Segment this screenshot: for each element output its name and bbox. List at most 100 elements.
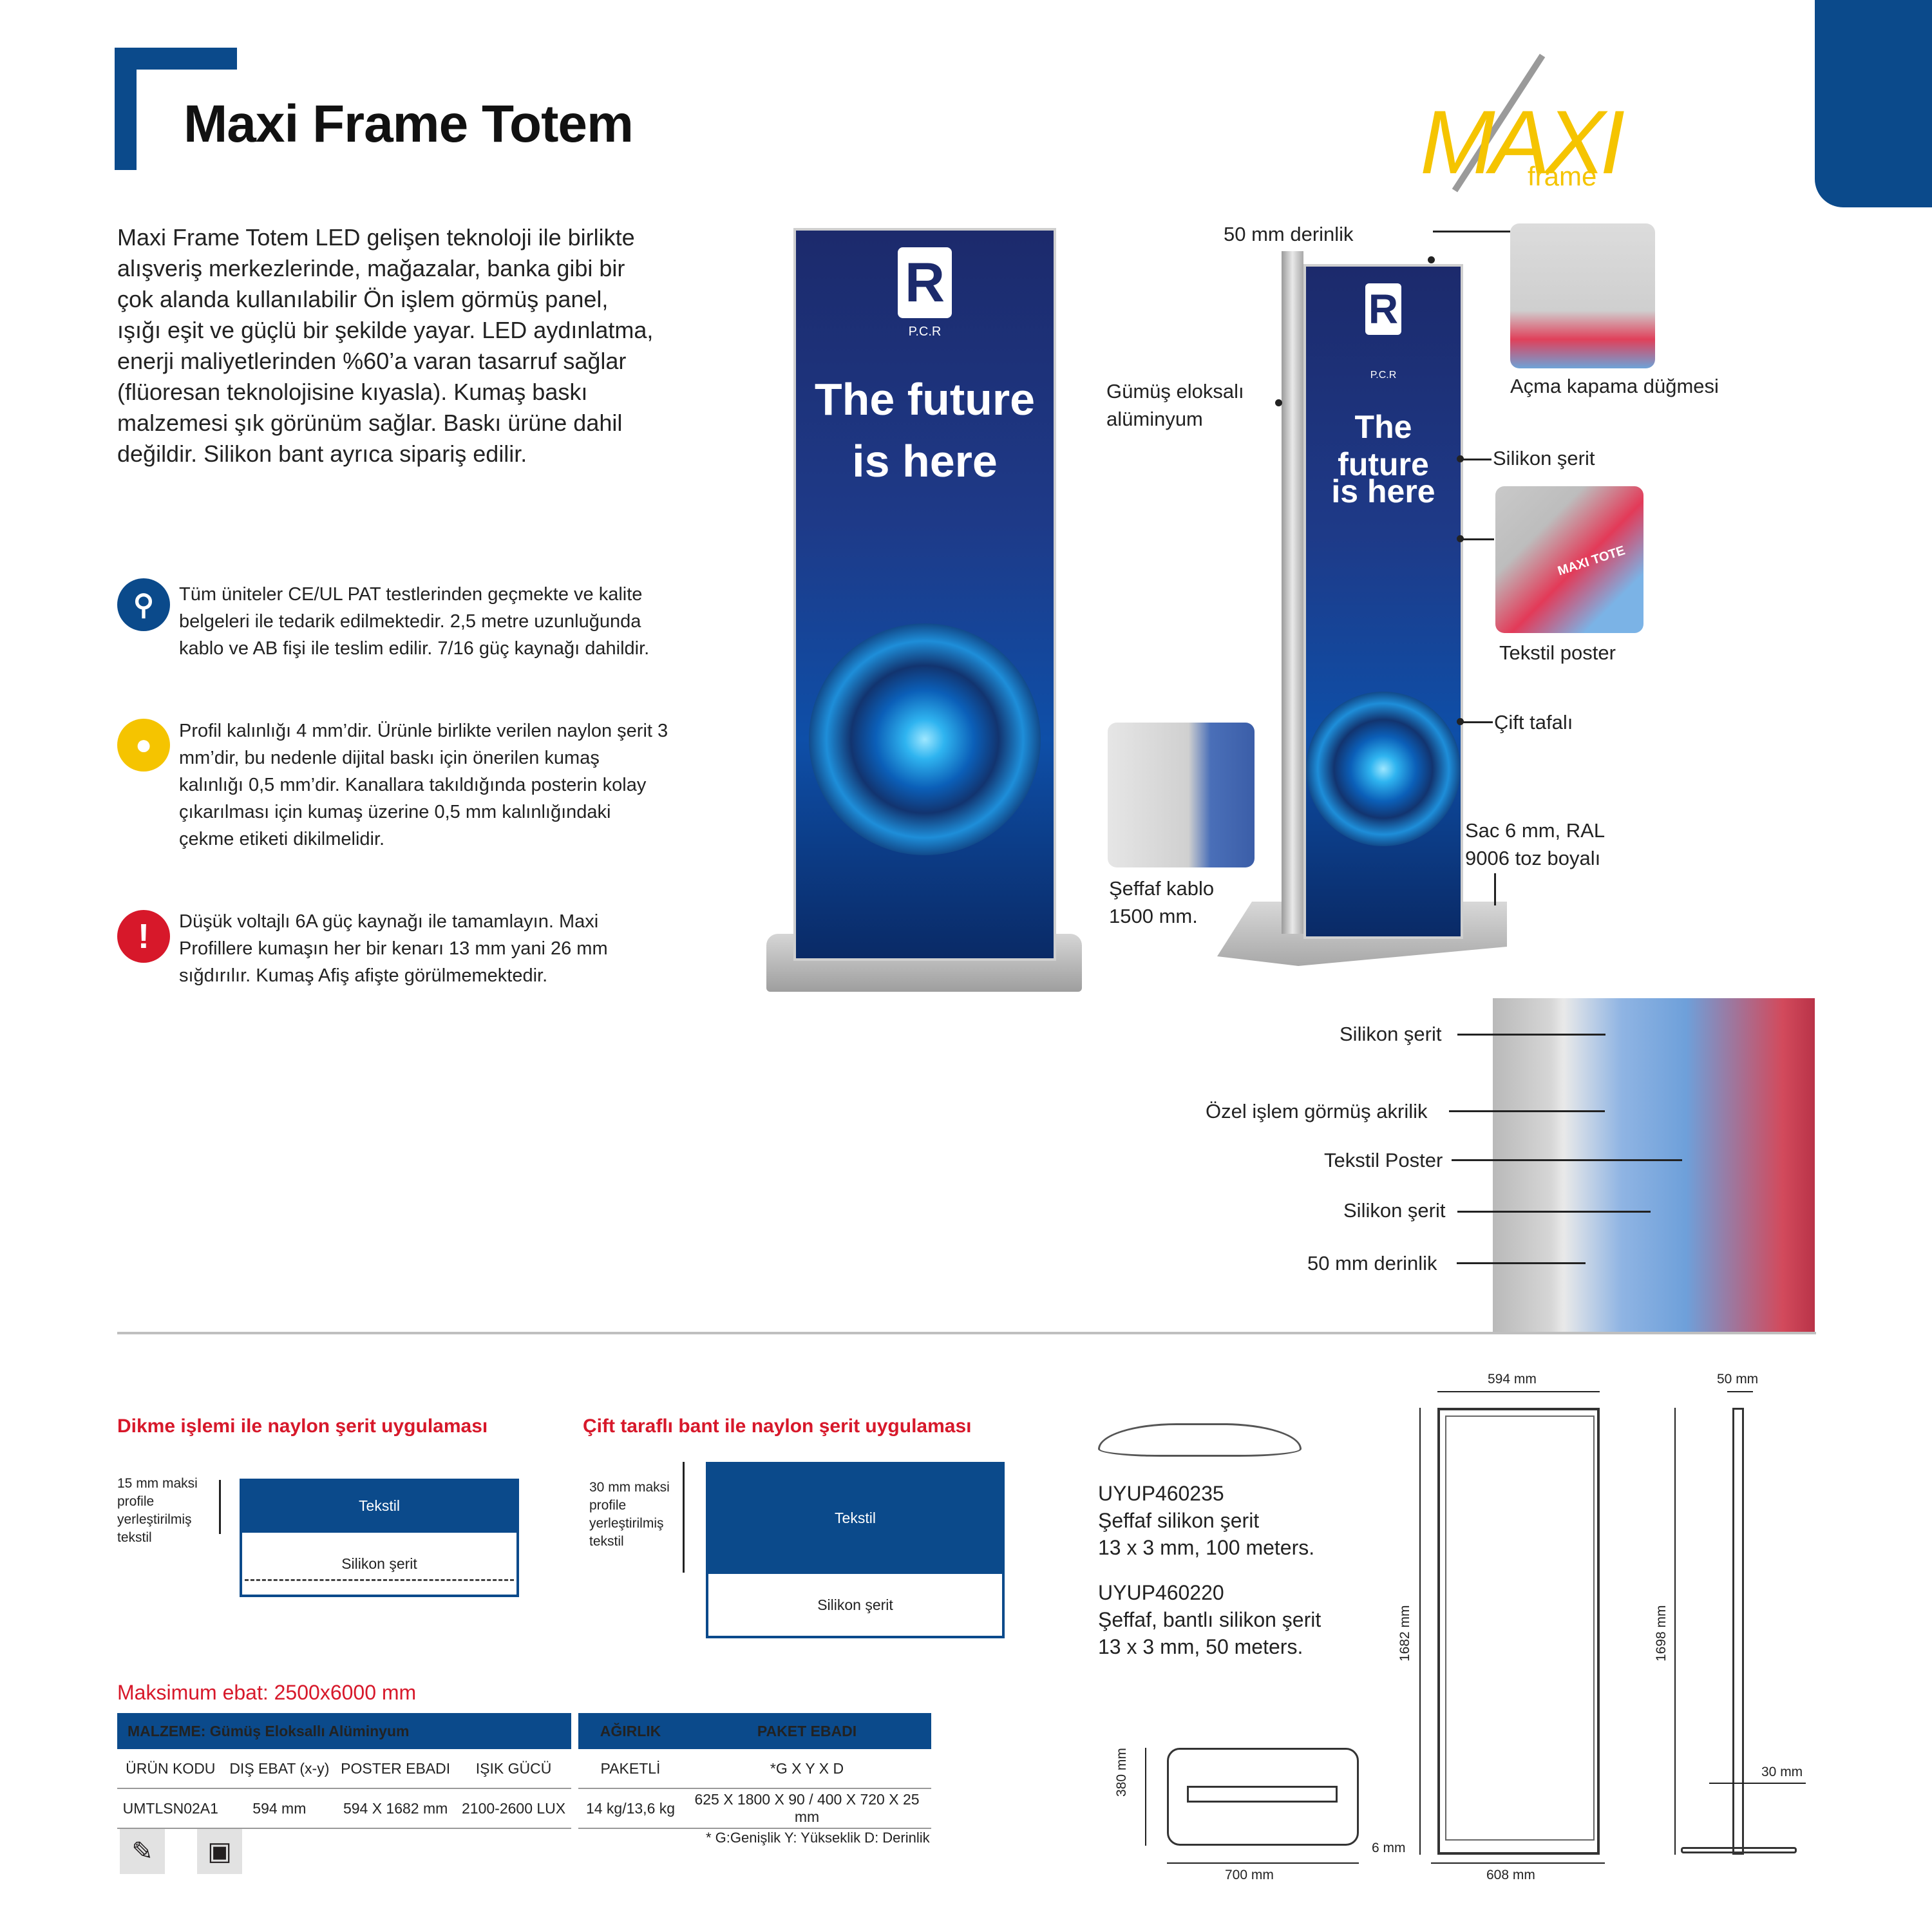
tape-arrow bbox=[683, 1462, 685, 1573]
side-poster-brand: P.C.R bbox=[1370, 370, 1397, 381]
logo-maxi: MAXI bbox=[1420, 91, 1625, 193]
title-bracket-horizontal bbox=[115, 48, 237, 70]
totem-front: R P.C.R The future is here bbox=[766, 225, 1082, 992]
cell-light: 2100-2600 LUX bbox=[456, 1788, 571, 1829]
sewing-stitch-line bbox=[245, 1579, 514, 1581]
tape-textile-box: Tekstil bbox=[706, 1462, 1005, 1574]
detail-label-silicone-1: Silikon şerit bbox=[1340, 1023, 1442, 1045]
dim-base-height-line bbox=[1145, 1748, 1146, 1846]
cell-poster-size: 594 X 1682 mm bbox=[335, 1788, 457, 1829]
package-header: PAKET EBADI bbox=[683, 1713, 931, 1749]
col-light: IŞIK GÜCÜ bbox=[456, 1749, 571, 1789]
label-depth-top: 50 mm derinlik bbox=[1224, 223, 1354, 245]
leader-depth bbox=[1433, 231, 1510, 232]
search-icon: ⚲ bbox=[117, 578, 170, 631]
dim-bottom-width-line bbox=[1431, 1862, 1605, 1864]
drawing-front-frame bbox=[1437, 1408, 1600, 1855]
dim-foot-height: 30 mm bbox=[1761, 1765, 1803, 1779]
poster-target-graphic bbox=[809, 623, 1041, 855]
poster-brand: P.C.R bbox=[908, 325, 942, 339]
dim-height-panel: 1682 mm bbox=[1397, 1605, 1412, 1662]
cell-package: 625 X 1800 X 90 / 400 X 720 X 25 mm bbox=[683, 1788, 931, 1829]
lightbulb-icon: ● bbox=[117, 719, 170, 772]
label-base: Sac 6 mm, RAL 9006 toz boyalı bbox=[1465, 819, 1604, 869]
detail-label-depth: 50 mm derinlik bbox=[1307, 1252, 1437, 1274]
photo-button bbox=[1510, 223, 1655, 368]
dim-width-top-line bbox=[1437, 1391, 1600, 1392]
product-1-spec: 13 x 3 mm, 100 meters. bbox=[1098, 1536, 1315, 1559]
dim-width-top: 594 mm bbox=[1488, 1372, 1537, 1387]
max-size: Maksimum ebat: 2500x6000 mm bbox=[117, 1681, 417, 1704]
note-quality: Tüm üniteler CE/UL PAT testlerinden geçm… bbox=[179, 584, 650, 659]
clapper-icon: ▣ bbox=[197, 1829, 242, 1874]
note-profile: Profil kalınlığı 4 mm’dir. Ürünle birlik… bbox=[179, 721, 668, 849]
dim-height-panel-line bbox=[1419, 1408, 1421, 1855]
cell-outer-size: 594 mm bbox=[223, 1788, 336, 1829]
sewing-side-label: 15 mm maksi profile yerleştirilmiş tekst… bbox=[117, 1476, 198, 1545]
side-poster-line1: The future bbox=[1338, 409, 1429, 482]
product-1-code: UYUP460235 bbox=[1098, 1482, 1224, 1505]
spec-footnote: * G:Genişlik Y: Yükseklik D: Derinlik bbox=[706, 1830, 930, 1846]
detail-photo bbox=[1493, 998, 1815, 1332]
sewing-arrow bbox=[219, 1480, 221, 1534]
sewing-textile-box: Tekstil bbox=[240, 1479, 519, 1533]
weight-header: AĞIRLIK bbox=[578, 1713, 683, 1749]
detail-leader-4 bbox=[1457, 1211, 1651, 1213]
photo-cable bbox=[1108, 723, 1255, 867]
sewing-title: Dikme işlemi ile naylon şerit uygulaması bbox=[117, 1416, 488, 1437]
dim-base-width-line bbox=[1167, 1862, 1359, 1864]
spec-table-main: MALZEME: Gümüş Eloksallı Alüminyum ÜRÜN … bbox=[117, 1713, 571, 1829]
detail-leader-5 bbox=[1457, 1262, 1586, 1264]
leader-silicone-dot bbox=[1457, 455, 1464, 462]
detail-label-acrylic: Özel işlem görmüş akrilik bbox=[1206, 1100, 1428, 1122]
photo-textile-badge: MAXI TOTE bbox=[1556, 543, 1627, 579]
poster-line2: is here bbox=[852, 436, 998, 486]
drawing-base-slot bbox=[1187, 1786, 1338, 1803]
cell-code: UMTLSN02A1 bbox=[117, 1788, 224, 1829]
dim-base-width: 700 mm bbox=[1225, 1868, 1274, 1882]
dim-base-thickness: 6 mm bbox=[1372, 1841, 1406, 1855]
leader-depth-dot bbox=[1428, 256, 1435, 263]
label-cable: Şeffaf kablo 1500 mm. bbox=[1109, 877, 1215, 927]
drawing-side-pole bbox=[1732, 1408, 1744, 1855]
dim-height-total: 1698 mm bbox=[1654, 1605, 1669, 1662]
col-poster-size: POSTER EBADI bbox=[335, 1749, 457, 1789]
detail-leader-2 bbox=[1449, 1110, 1605, 1112]
spec-table-package: AĞIRLIK PAKET EBADI PAKETLİ *G X Y X D 1… bbox=[578, 1713, 931, 1829]
screw-icon: ✎ bbox=[120, 1829, 165, 1874]
page-title: Maxi Frame Totem bbox=[184, 95, 634, 153]
product-1-name: Şeffaf silikon şerit bbox=[1098, 1509, 1260, 1532]
dim-depth-top: 50 mm bbox=[1717, 1372, 1759, 1387]
drawing-front-inner bbox=[1445, 1416, 1595, 1841]
drawing-side-foot bbox=[1681, 1847, 1797, 1853]
leader-textile bbox=[1461, 538, 1494, 540]
note-power: Düşük voltajlı 6A güç kaynağı ile tamaml… bbox=[179, 911, 608, 986]
side-poster-line2: is here bbox=[1331, 473, 1435, 509]
corner-tab bbox=[1815, 0, 1932, 207]
intro-text: Maxi Frame Totem LED gelişen teknoloji i… bbox=[117, 224, 654, 467]
dim-foot-height-line bbox=[1709, 1783, 1806, 1784]
tape-side-label: 30 mm maksi profile yerleştirilmiş tekst… bbox=[589, 1480, 670, 1549]
exclamation-icon: ! bbox=[117, 910, 170, 963]
totem-side: R P.C.R The future is here bbox=[1217, 251, 1507, 966]
label-silicone: Silikon şerit bbox=[1493, 447, 1595, 469]
tape-title: Çift taraflı bant ile naylon şerit uygul… bbox=[583, 1416, 972, 1437]
detail-leader-1 bbox=[1457, 1034, 1605, 1036]
leader-textile-dot bbox=[1457, 535, 1464, 542]
label-double-sided: Çift tafalı bbox=[1494, 711, 1573, 734]
col-outer-size: DIŞ EBAT (x-y) bbox=[223, 1749, 336, 1789]
col-code: ÜRÜN KODU bbox=[117, 1749, 224, 1789]
dim-bottom-width: 608 mm bbox=[1486, 1868, 1535, 1882]
poster-logo: R bbox=[898, 247, 952, 318]
totem-side-pole bbox=[1282, 251, 1303, 934]
side-poster-logo: R bbox=[1365, 283, 1401, 335]
col-gxyxd: *G X Y X D bbox=[683, 1749, 931, 1789]
section-separator bbox=[117, 1332, 1816, 1334]
leader-aluminium-dot bbox=[1275, 399, 1282, 406]
leader-double-sided bbox=[1461, 721, 1493, 723]
tape-silicone-box: Silikon şerit bbox=[706, 1574, 1005, 1638]
dim-depth-top-line bbox=[1727, 1391, 1753, 1392]
leader-silicone bbox=[1461, 459, 1492, 460]
dim-base-height: 380 mm bbox=[1114, 1748, 1129, 1797]
leader-double-sided-dot bbox=[1457, 718, 1464, 725]
